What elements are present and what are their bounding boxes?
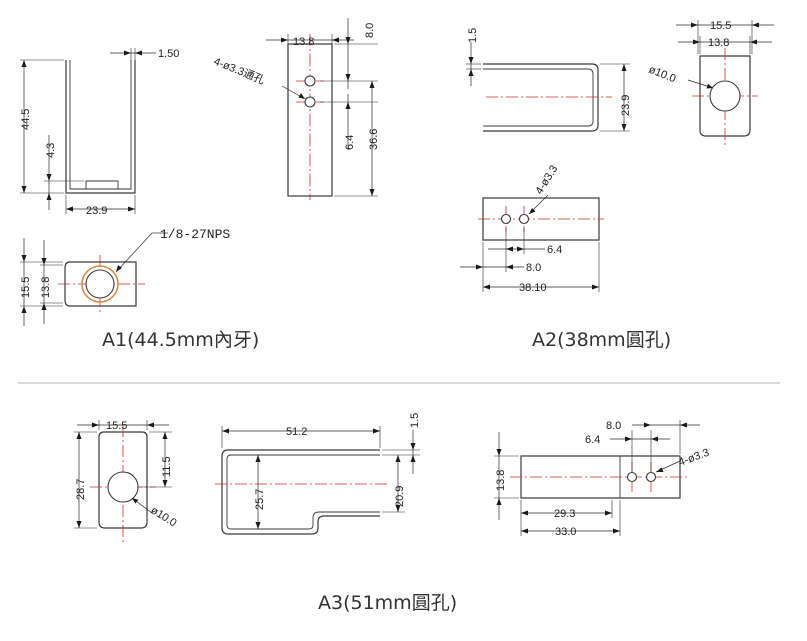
a1-hole-upper — [304, 75, 316, 87]
a2-hole-note-bottom: 4-ø3.3 — [533, 163, 560, 196]
a3-height-label-bottom: 13.8 — [495, 470, 507, 491]
a1-hole-lower — [304, 96, 316, 108]
a2-caption: A2(38mm圓孔) — [532, 329, 671, 351]
a2-hole-2 — [518, 213, 530, 225]
a1-bore — [85, 269, 115, 299]
a3-outer-label: 25.7 — [254, 489, 266, 510]
a1-base-label: 4.3 — [45, 143, 57, 158]
a3-side-view: 51.2 1.5 25.7 20.9 — [215, 413, 421, 535]
a1-thread-note: 1/8-27NPS — [160, 227, 230, 242]
a3-hole-note: ø10.0 — [148, 504, 178, 529]
a2-bottom-view: 4-ø3.3 6.4 8.0 38.10 — [460, 163, 604, 294]
a3-length-label-bottom: 33.0 — [555, 526, 576, 538]
a2-hole-1 — [500, 213, 512, 225]
a3-end-view: 15.5 28.7 11.5 ø10.0 — [74, 420, 179, 542]
a3-height-label: 28.7 — [75, 479, 87, 500]
a3-caption: A3(51mm圓孔) — [318, 592, 457, 614]
a1-hole-spacing-label: 6.4 — [344, 135, 356, 150]
a2-outer-label: 15.5 — [710, 20, 731, 32]
a1-width-label: 23.9 — [86, 205, 107, 217]
a2-hole-note: ø10.0 — [647, 64, 678, 86]
a3-offset-a-label: 8.0 — [606, 420, 621, 432]
a1-top-offset-label: 8.0 — [364, 23, 376, 38]
a2-hole-spacing-label: 6.4 — [547, 244, 562, 256]
a1-bottom-view: 1/8-27NPS 15.5 13.8 — [20, 227, 230, 326]
a2-side-view: 1.5 23.9 — [466, 28, 632, 132]
a1-height-36-label: 36.6 — [368, 129, 380, 150]
a3-inner-label: 20.9 — [394, 486, 406, 507]
a3-length-label: 51.2 — [286, 426, 307, 438]
a1-inner-label: 13.8 — [40, 277, 52, 298]
a3-bore — [107, 471, 139, 503]
a3-inner-len-label: 29.3 — [554, 508, 575, 520]
a2-hole-offset-label: 8.0 — [526, 262, 541, 274]
a3-hole-center-label: 11.5 — [161, 456, 173, 477]
a1-height-label: 44.5 — [20, 109, 32, 130]
a2-end-view: 15.5 13.8 ø10.0 — [647, 20, 774, 146]
a1-outer-label: 15.5 — [20, 277, 32, 298]
a2-depth-label: 23.9 — [620, 95, 632, 116]
a1-front-view: 13.8 8.0 6.4 36.6 4-ø3.3通孔 — [212, 18, 380, 200]
a3-offset-b-label: 6.4 — [585, 434, 600, 446]
a3-hole-1 — [626, 471, 638, 483]
a1-caption: A1(44.5mm內牙) — [102, 329, 259, 351]
a1-hole-note: 4-ø3.3通孔 — [212, 55, 267, 87]
a1-thread-circle — [81, 265, 119, 303]
a1-top-width-label: 13.8 — [293, 36, 314, 48]
a2-length-label: 38.10 — [519, 282, 547, 294]
a2-thickness-label: 1.5 — [467, 28, 479, 43]
a1-thickness-label: 1.50 — [158, 48, 179, 60]
a2-inner-label: 13.8 — [708, 37, 729, 49]
a3-hole-2 — [645, 471, 657, 483]
a2-bore — [709, 80, 741, 112]
a1-side-view: 1.50 44.5 4.3 23.9 — [20, 48, 179, 217]
a3-hole-note-bottom: 4-ø3.3 — [677, 447, 711, 469]
a3-bottom-view: 8.0 6.4 4-ø3.3 13.8 29.3 33.0 — [494, 420, 711, 538]
a3-thickness-label: 1.5 — [409, 413, 421, 428]
a3-width-label: 15.5 — [106, 420, 127, 432]
